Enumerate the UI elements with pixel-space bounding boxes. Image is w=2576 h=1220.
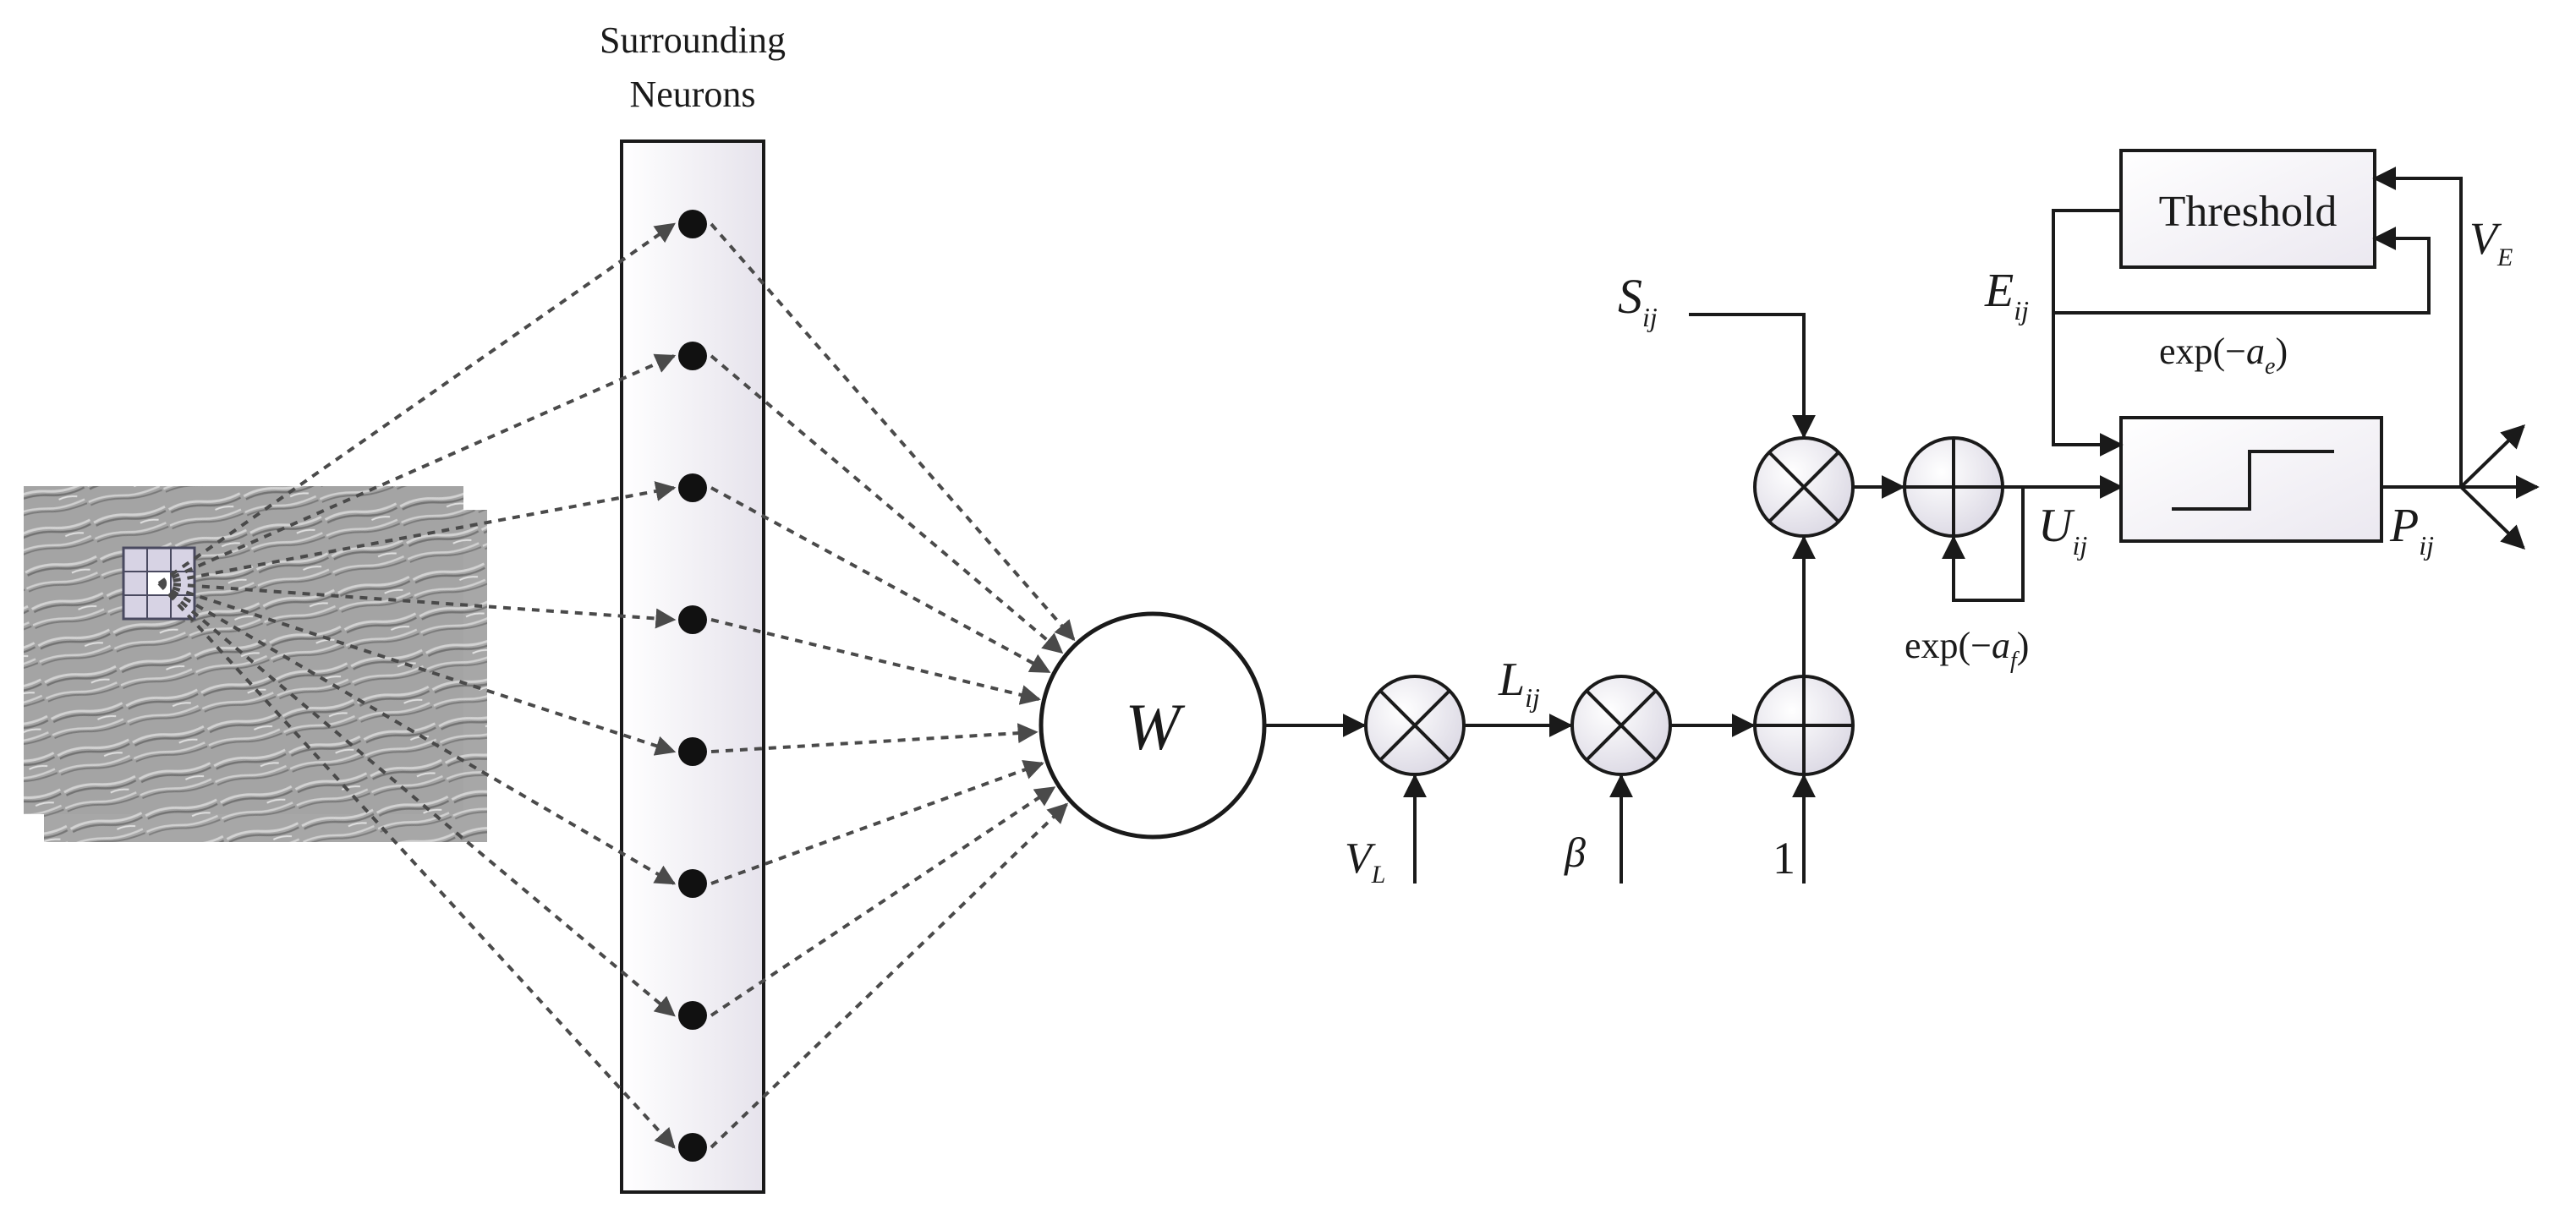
e-label: Eij bbox=[1984, 265, 2029, 326]
add-node-feedback bbox=[1903, 436, 2004, 538]
step-function-icon bbox=[2172, 450, 2334, 511]
s-label: Sij bbox=[1618, 269, 1658, 332]
weight-label: W bbox=[1126, 690, 1186, 763]
threshold-to-e-line bbox=[2052, 209, 2124, 457]
add-node-one bbox=[1753, 675, 1855, 776]
weight-connection bbox=[710, 785, 1056, 1017]
e-decay-loop bbox=[2053, 227, 2431, 315]
p-label: Pij bbox=[2389, 500, 2434, 561]
weight-connection bbox=[710, 222, 1076, 642]
input-connection bbox=[158, 353, 677, 585]
surrounding-neurons-column bbox=[620, 140, 765, 1194]
input-image-front bbox=[44, 510, 487, 842]
vl-label: VL bbox=[1345, 834, 1385, 889]
output-arrow-up bbox=[2459, 424, 2526, 489]
fan-in-connections bbox=[157, 222, 677, 1149]
s-input-line bbox=[1689, 313, 1816, 439]
surrounding-neuron bbox=[678, 342, 707, 370]
expf-label: exp(−af) bbox=[1905, 625, 2029, 674]
surrounding-neuron bbox=[678, 605, 707, 634]
surrounding-neuron bbox=[678, 473, 707, 502]
u-feedback-loop bbox=[1942, 487, 2025, 602]
output-arrow-down bbox=[2459, 485, 2526, 550]
weight-connection bbox=[710, 802, 1069, 1149]
expe-label: exp(−ae) bbox=[2159, 331, 2288, 380]
input-connection bbox=[157, 582, 676, 1017]
surrounding-neuron bbox=[678, 737, 707, 766]
surrounding-title-line1: Surrounding bbox=[600, 19, 786, 61]
threshold-label: Threshold bbox=[2159, 188, 2338, 236]
surrounding-neuron bbox=[678, 1133, 707, 1162]
ve-label: VE bbox=[2469, 213, 2513, 271]
multiply-node-s bbox=[1753, 436, 1855, 538]
neuron-dots bbox=[678, 210, 707, 1162]
ve-feedback-line bbox=[2372, 167, 2463, 487]
weight-connection bbox=[710, 486, 1051, 674]
weight-connection bbox=[710, 759, 1044, 885]
multiply-node-vl bbox=[1364, 675, 1466, 776]
input-connection bbox=[158, 582, 677, 756]
beta-label: β bbox=[1564, 829, 1586, 876]
l-label: Lij bbox=[1498, 654, 1540, 713]
one-label: 1 bbox=[1773, 833, 1795, 884]
input-connection bbox=[157, 222, 676, 585]
input-connection bbox=[157, 582, 676, 1149]
fan-out-connections bbox=[710, 222, 1076, 1149]
surrounding-title-line2: Neurons bbox=[629, 74, 755, 115]
weight-connection bbox=[710, 354, 1064, 654]
u-label: Uij bbox=[2038, 500, 2087, 561]
multiply-node-beta bbox=[1570, 675, 1672, 776]
surrounding-neuron bbox=[678, 869, 707, 898]
surrounding-neuron bbox=[678, 1001, 707, 1030]
threshold-box bbox=[2119, 149, 2376, 269]
input-connection bbox=[158, 481, 677, 585]
weight-connection bbox=[710, 723, 1039, 753]
surrounding-neuron bbox=[678, 210, 707, 238]
